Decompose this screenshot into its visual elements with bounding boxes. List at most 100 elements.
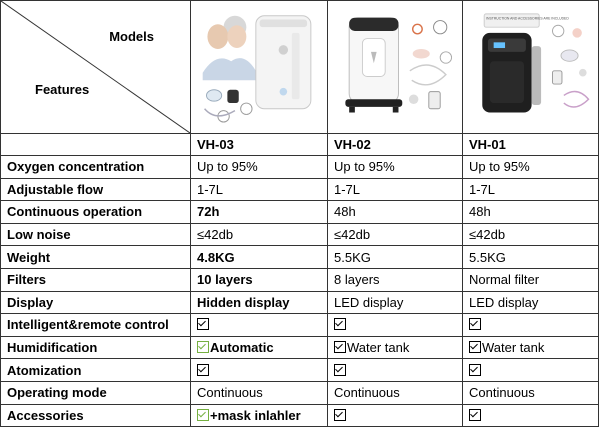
feature-value-vh02: Water tank xyxy=(327,335,463,360)
feature-value-text: 72h xyxy=(197,204,220,220)
vh01-box-text: INSTRUCTION AND ACCESSORIES ARE INCLUDED xyxy=(486,17,569,21)
vh02-product-image xyxy=(345,17,453,113)
feature-row: Display Hidden display LED display LED disp… xyxy=(0,290,599,315)
checkbox-checked-icon xyxy=(334,318,346,331)
header-row: Models Features xyxy=(0,0,599,134)
feature-label: Atomization xyxy=(0,358,191,382)
feature-row: Operating mode Continuous Continuous Contin… xyxy=(0,380,599,405)
feature-value-text: LED display xyxy=(334,294,404,310)
feature-value-vh03: Hidden display xyxy=(190,290,328,315)
feature-value-vh01: ≤42db xyxy=(462,222,599,247)
feature-value-text: LED display xyxy=(469,294,539,310)
checkbox-checked-icon xyxy=(197,318,209,331)
feature-label: Weight xyxy=(0,245,191,269)
feature-label: Low noise xyxy=(0,222,191,247)
feature-value-vh03: 10 layers xyxy=(190,267,328,292)
model-name-vh01: VH-01 xyxy=(462,133,599,156)
feature-value-text: Continuous xyxy=(334,385,400,401)
feature-row: Low noise ≤42db ≤42db ≤42db xyxy=(0,222,599,247)
checkbox-checked-icon xyxy=(469,318,481,331)
vh03-image-cell xyxy=(190,0,328,134)
feature-value-vh01: Normal filter xyxy=(462,267,599,292)
feature-value-text: ≤42db xyxy=(469,227,506,243)
model-name-vh02: VH-02 xyxy=(327,133,463,156)
feature-value-vh01: Up to 95% xyxy=(462,155,599,179)
feature-value-vh01: Water tank xyxy=(462,335,599,360)
feature-label: Humidification xyxy=(0,335,191,360)
feature-value-text: 5.5KG xyxy=(334,249,371,265)
feature-value-text: +mask inlahler xyxy=(210,407,301,423)
models-label: Models xyxy=(109,29,154,44)
checkbox-checked-icon xyxy=(334,363,346,376)
feature-value-text: Hidden display xyxy=(197,294,290,310)
feature-row: Intelligent&remote control xyxy=(0,313,599,337)
feature-value-vh02: LED display xyxy=(327,290,463,315)
feature-value-vh02: 48h xyxy=(327,200,463,224)
checkbox-checked-icon xyxy=(197,341,209,354)
feature-value-vh01: LED display xyxy=(462,290,599,315)
feature-label: Display xyxy=(0,290,191,315)
feature-value-text: ≤42db xyxy=(197,227,234,243)
feature-value-text: 1-7L xyxy=(469,181,496,197)
checkbox-checked-icon xyxy=(469,341,481,354)
feature-value-text: Continuous xyxy=(197,385,263,401)
feature-value-text: 5.5KG xyxy=(469,249,506,265)
feature-value-vh03: 1-7L xyxy=(190,177,328,202)
feature-value-vh02: 1-7L xyxy=(327,177,463,202)
feature-value-text: ≤42db xyxy=(334,227,371,243)
feature-value-text: 1-7L xyxy=(334,181,361,197)
vh01-product-image: INSTRUCTION AND ACCESSORIES ARE INCLUDED xyxy=(482,13,590,113)
feature-value-vh03: ≤42db xyxy=(190,222,328,247)
feature-value-text: Water tank xyxy=(482,340,545,356)
feature-value-vh01 xyxy=(462,403,599,428)
feature-label: Continuous operation xyxy=(0,200,191,224)
feature-value-text: Up to 95% xyxy=(197,159,258,175)
feature-value-vh01: 1-7L xyxy=(462,177,599,202)
feature-value-vh02: ≤42db xyxy=(327,222,463,247)
model-name-vh03: VH-03 xyxy=(190,133,328,156)
feature-value-vh01: 5.5KG xyxy=(462,245,599,269)
feature-value-text: 48h xyxy=(334,204,356,220)
feature-row: Continuous operation 72h 48h 48h xyxy=(0,200,599,224)
checkbox-checked-icon xyxy=(197,408,209,421)
feature-value-vh03: Automatic xyxy=(190,335,328,360)
feature-value-vh01: 48h xyxy=(462,200,599,224)
vh02-image-cell xyxy=(327,0,463,134)
checkbox-checked-icon xyxy=(334,408,346,421)
feature-value-text: 10 layers xyxy=(197,272,253,288)
feature-value-vh02: Continuous xyxy=(327,380,463,405)
feature-value-text: Continuous xyxy=(469,385,535,401)
feature-label: Accessories xyxy=(0,403,191,428)
feature-value-vh03: +mask inlahler xyxy=(190,403,328,428)
feature-value-vh02 xyxy=(327,313,463,337)
feature-label: Operating mode xyxy=(0,380,191,405)
feature-value-text: Water tank xyxy=(347,340,410,356)
checkbox-checked-icon xyxy=(469,363,481,376)
feature-value-vh03: Continuous xyxy=(190,380,328,405)
checkbox-checked-icon xyxy=(334,341,346,354)
feature-value-vh01: Continuous xyxy=(462,380,599,405)
feature-label: Intelligent&remote control xyxy=(0,313,191,337)
feature-value-vh01 xyxy=(462,313,599,337)
feature-value-vh03 xyxy=(190,358,328,382)
feature-value-text: Up to 95% xyxy=(469,159,530,175)
corner-header-cell: Models Features xyxy=(0,0,191,134)
feature-row: Atomization xyxy=(0,358,599,382)
feature-value-vh02: 5.5KG xyxy=(327,245,463,269)
feature-row: Accessories +mask inlahler xyxy=(0,403,599,428)
feature-value-text: 1-7L xyxy=(197,181,224,197)
vh01-image-cell: INSTRUCTION AND ACCESSORIES ARE INCLUDED xyxy=(462,0,599,134)
feature-value-vh02: Up to 95% xyxy=(327,155,463,179)
feature-value-vh03: 72h xyxy=(190,200,328,224)
feature-value-vh01 xyxy=(462,358,599,382)
diagonal-divider xyxy=(1,1,190,133)
feature-value-text: Up to 95% xyxy=(334,159,395,175)
feature-label: Filters xyxy=(0,267,191,292)
